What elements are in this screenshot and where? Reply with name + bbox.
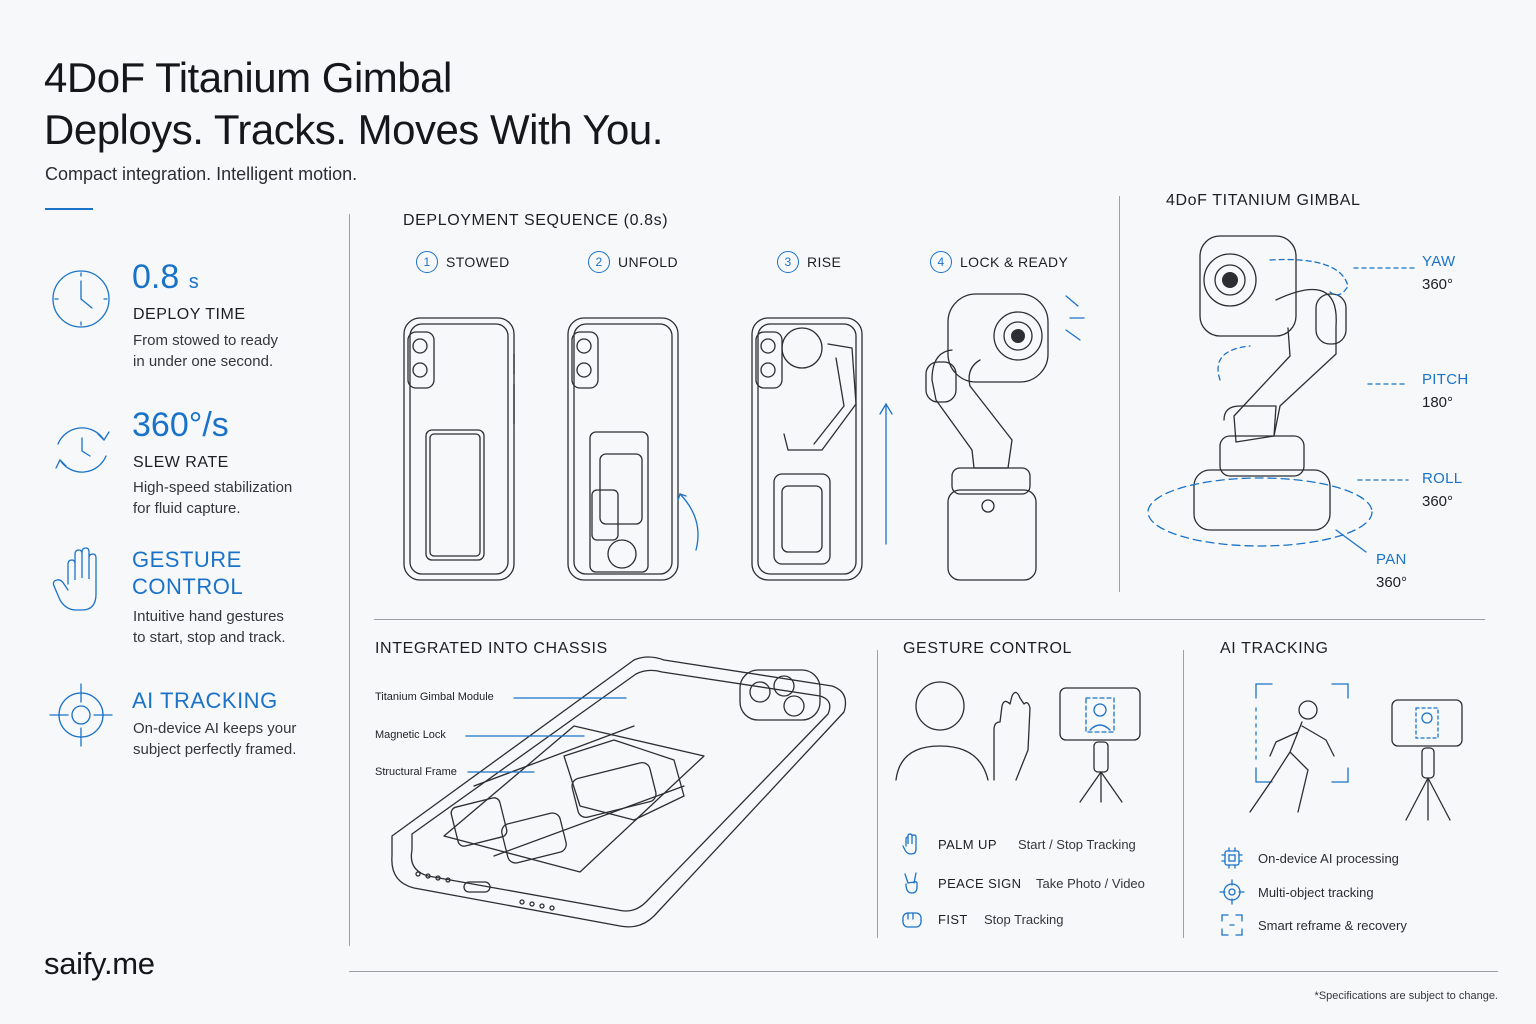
gesture-row-peace: PEACE SIGN Take Photo / Video: [900, 871, 1145, 895]
gimbal-ready-illustration: [925, 293, 1085, 581]
ai-panel-divider: [1183, 650, 1184, 938]
ai-row-multi-object: Multi-object tracking: [1219, 879, 1374, 905]
crosshair-icon: [49, 683, 113, 747]
brand-logo[interactable]: saify.me: [44, 946, 155, 981]
step-number: 2: [588, 251, 610, 273]
hand-icon: [52, 547, 97, 611]
ai-feature-text: On-device AI processing: [1258, 850, 1399, 866]
page-title: 4DoF Titanium Gimbal Deploys. Tracks. Mo…: [44, 52, 663, 156]
target-icon: [1219, 879, 1245, 905]
deployment-title: DEPLOYMENT SEQUENCE (0.8s): [403, 212, 669, 229]
ai-feature-text: Multi-object tracking: [1258, 884, 1374, 900]
gimbal-panel-divider: [1119, 196, 1120, 592]
axis-yaw-label: YAW: [1422, 253, 1456, 270]
ai-feature-text: Smart reframe & recovery: [1258, 917, 1407, 933]
step-unfold: 2 UNFOLD: [588, 251, 678, 273]
title-line-1: 4DoF Titanium Gimbal: [44, 54, 452, 101]
step-lock-ready: 4 LOCK & READY: [930, 251, 1068, 273]
gesture-action: Start / Stop Tracking: [1018, 836, 1136, 852]
clock-icon: [52, 270, 110, 328]
axis-roll-label: ROLL: [1422, 470, 1463, 487]
callout-structural-frame: Structural Frame: [375, 766, 457, 778]
phone-unfold-illustration: [567, 317, 699, 581]
chassis-title: INTEGRATED INTO CHASSIS: [375, 640, 608, 657]
ai-row-reframe: Smart reframe & recovery: [1220, 913, 1407, 937]
callout-gimbal-module: Titanium Gimbal Module: [375, 691, 494, 703]
footer-divider: [349, 971, 1498, 972]
stat-title: AI TRACKING: [132, 688, 278, 713]
fist-icon: [902, 912, 922, 928]
phone-stowed-illustration: [403, 317, 515, 581]
axis-yaw-value: 360°: [1422, 276, 1454, 293]
chip-icon: [1221, 847, 1243, 869]
stat-value: 0.8 s: [132, 258, 199, 296]
title-line-2: Deploys. Tracks. Moves With You.: [44, 106, 663, 153]
step-label: STOWED: [446, 254, 510, 270]
ai-tracking-illustration: [1249, 683, 1463, 821]
stat-label: DEPLOY TIME: [133, 306, 246, 323]
ai-tracking-title: AI TRACKING: [1220, 640, 1329, 657]
axis-pan-value: 360°: [1376, 574, 1408, 591]
gesture-title: GESTURE CONTROL: [903, 640, 1073, 657]
palm-icon: [902, 833, 917, 855]
gesture-illustration: [895, 681, 1141, 803]
rotation-icon: [55, 427, 110, 473]
peace-sign-icon: [904, 872, 918, 894]
step-rise: 3 RISE: [777, 251, 841, 273]
stat-value: 360°/s: [132, 406, 229, 444]
callout-magnetic-lock: Magnetic Lock: [375, 729, 446, 741]
gimbal-axes-illustration: [1147, 235, 1415, 553]
gesture-action: Take Photo / Video: [1036, 875, 1145, 891]
chassis-illustration: [391, 656, 847, 928]
gimbal-title: 4DoF TITANIUM GIMBAL: [1166, 192, 1361, 209]
gesture-panel-divider: [877, 650, 878, 938]
stat-slew-rate: 360°/s SLEW RATE High-speed stabilizatio…: [48, 406, 348, 520]
frame-icon: [1221, 914, 1243, 936]
step-label: LOCK & READY: [960, 254, 1069, 270]
gesture-name: PALM UP: [938, 836, 997, 852]
ai-row-processing: On-device AI processing: [1220, 846, 1399, 870]
gesture-row-fist: FIST Stop Tracking: [900, 907, 1064, 931]
step-number: 4: [930, 251, 952, 273]
gesture-row-palm: PALM UP Start / Stop Tracking: [900, 832, 1136, 856]
step-label: UNFOLD: [618, 254, 678, 270]
page-subtitle: Compact integration. Intelligent motion.: [45, 164, 358, 184]
step-label: RISE: [807, 254, 842, 270]
accent-divider: [45, 208, 93, 210]
gesture-name: FIST: [938, 911, 968, 927]
step-number: 3: [777, 251, 799, 273]
middle-row-divider: [374, 619, 1485, 620]
phone-rise-illustration: [751, 317, 893, 581]
gesture-action: Stop Tracking: [984, 911, 1064, 927]
step-stowed: 1 STOWED: [416, 251, 510, 273]
axis-pitch-label: PITCH: [1422, 371, 1469, 388]
axis-pitch-value: 180°: [1422, 394, 1454, 411]
gesture-name: PEACE SIGN: [938, 875, 1022, 891]
left-column-divider: [349, 214, 350, 946]
step-number: 1: [416, 251, 438, 273]
stat-label: SLEW RATE: [133, 454, 229, 471]
axis-roll-value: 360°: [1422, 493, 1454, 510]
axis-pan-label: PAN: [1376, 551, 1407, 568]
disclaimer-text: *Specifications are subject to change.: [1314, 990, 1498, 1002]
